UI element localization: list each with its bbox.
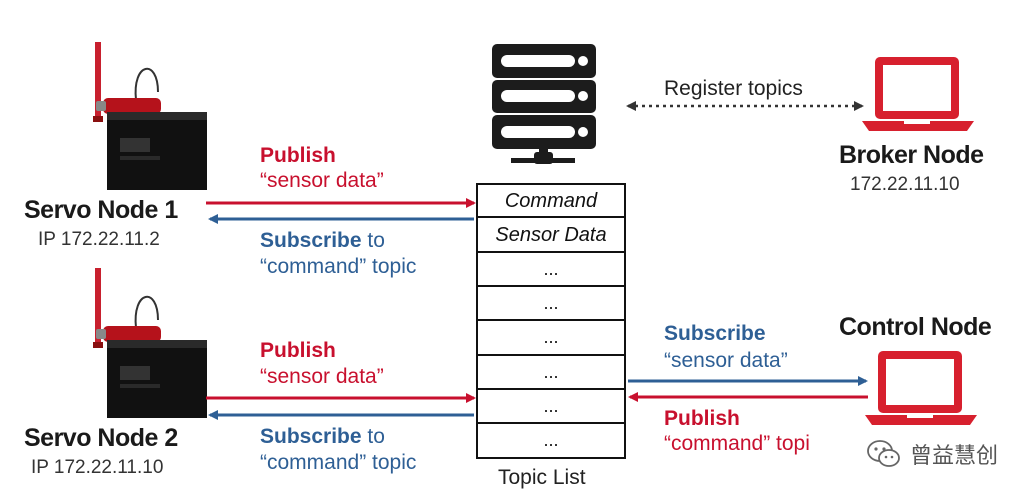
servo1-subscribe-topic: “command” topic — [260, 255, 417, 278]
topic-cell-sensor-data: Sensor Data — [495, 224, 607, 246]
register-topics-label: Register topics — [664, 77, 803, 100]
broker-node-ip: 172.22.11.10 — [850, 174, 960, 195]
servo-device-2-icon — [93, 268, 207, 418]
servo2-subscribe-label: Subscribe to — [260, 425, 385, 448]
control-subscribe-verb: Subscribe — [664, 322, 766, 345]
watermark: 曾益慧创 — [866, 438, 998, 470]
servo2-publish-verb: Publish — [260, 339, 336, 362]
topic-cell-empty: ... — [543, 293, 559, 313]
server-icon — [492, 44, 596, 164]
servo-node-1-ip: IP 172.22.11.2 — [38, 229, 160, 250]
topic-list-caption: Topic List — [498, 466, 586, 489]
servo1-subscribe-label: Subscribe to — [260, 229, 385, 252]
servo-node-2-name: Servo Node 2 — [24, 424, 178, 452]
broker-node-name: Broker Node — [839, 141, 984, 169]
servo1-publish-verb: Publish — [260, 144, 336, 167]
control-publish-topic: “command” topi — [664, 432, 810, 455]
control-publish-verb: Publish — [664, 407, 740, 430]
servo2-publish-topic: “sensor data” — [260, 365, 384, 388]
topic-cell-empty: ... — [543, 259, 559, 279]
wechat-icon — [867, 440, 900, 467]
servo2-subscribe-topic: “command” topic — [260, 451, 417, 474]
watermark-text: 曾益慧创 — [909, 443, 998, 468]
topic-cell-empty: ... — [543, 396, 559, 416]
servo-device-1-icon — [93, 42, 207, 190]
servo1-publish-topic: “sensor data” — [260, 169, 384, 192]
servo-node-1-name: Servo Node 1 — [24, 196, 178, 224]
servo-node-2-ip: IP 172.22.11.10 — [31, 457, 164, 478]
control-laptop-icon — [865, 351, 977, 425]
topic-cell-empty: ... — [543, 327, 559, 347]
control-node-name: Control Node — [839, 313, 992, 341]
topic-cell-command: Command — [504, 190, 598, 212]
topic-cell-empty: ... — [543, 430, 559, 450]
broker-laptop-icon — [862, 57, 974, 131]
topic-cell-empty: ... — [543, 362, 559, 382]
control-subscribe-topic: “sensor data” — [664, 349, 788, 372]
topic-list-table — [476, 183, 626, 459]
